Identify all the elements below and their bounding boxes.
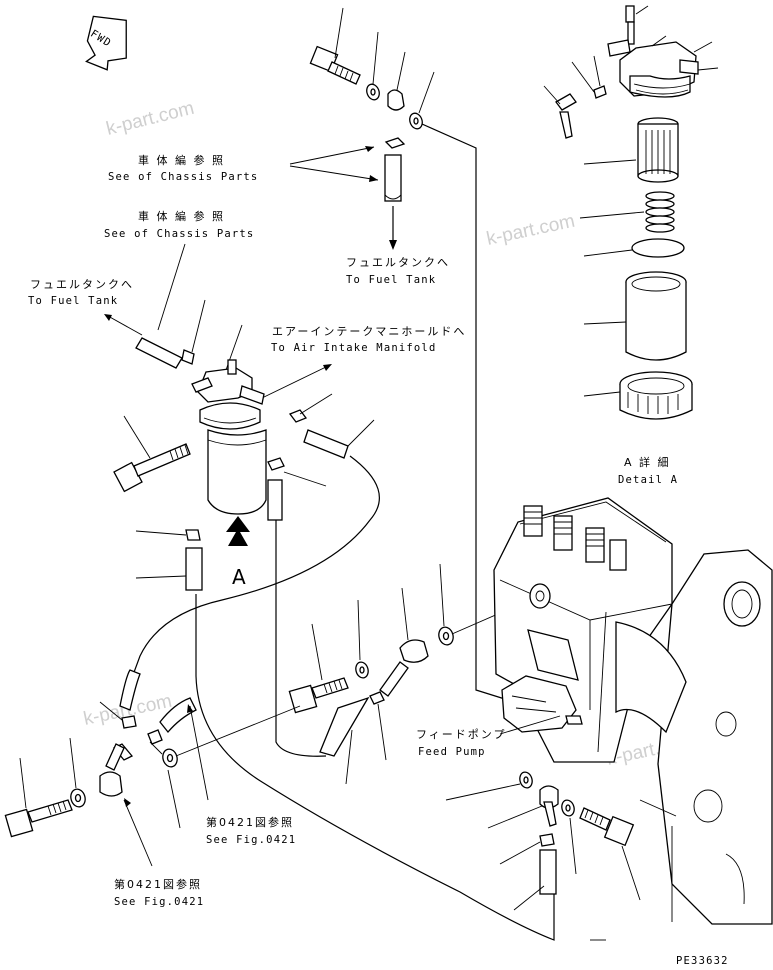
fuel-hose: [159, 697, 197, 734]
fuel-hose: [384, 154, 402, 202]
bleeder-screw: [555, 93, 577, 111]
banjo-fitting: [387, 89, 405, 111]
pump-delivery-valves: [523, 505, 627, 571]
hose-clamp: [369, 691, 385, 705]
spring: [593, 85, 607, 99]
see-fig-0421-en-2: See Fig.0421: [114, 896, 204, 908]
chassis-ref-jp-2: 車 体 編 参 照: [138, 209, 225, 223]
fuel-filter-bowl: [207, 429, 267, 515]
feed-pump-jp: フィードポンプ: [416, 728, 506, 741]
hose-clamp: [267, 457, 285, 471]
see-fig-0421-en-1: See Fig.0421: [206, 834, 296, 846]
to-fuel-tank-en-right: To Fuel Tank: [346, 274, 436, 286]
fwd-arrow-icon: FWD: [85, 15, 127, 71]
watermark-2: k-part.com: [485, 211, 577, 250]
fuel-hose: [185, 547, 203, 591]
spring-coil: [645, 191, 675, 233]
detail-a-en: Detail A: [618, 474, 678, 486]
banjo-bolt-lower-left: [4, 799, 73, 838]
to-fuel-tank-en-left: To Fuel Tank: [28, 295, 118, 307]
hose-clamp: [147, 729, 163, 745]
hose-clamp: [384, 137, 406, 149]
see-fig-0421-jp-1: 第0421図参照: [206, 815, 294, 829]
fuel-hose: [303, 429, 349, 459]
fuel-hose: [539, 849, 557, 895]
detail-a-filter-head: [607, 5, 699, 98]
to-intake-manifold-en: To Air Intake Manifold: [271, 342, 436, 354]
view-a-arrow-icon: [226, 516, 250, 546]
ring-nut: [619, 371, 693, 420]
hose-clamp: [185, 529, 201, 541]
feed-pump: [501, 675, 583, 733]
top-banjo-bolt: [309, 45, 361, 85]
feed-pump-en: Feed Pump: [418, 746, 486, 758]
hose-clamp: [539, 833, 555, 847]
engine-block: [615, 549, 773, 925]
pump-port: [529, 583, 551, 609]
hose-clamp: [121, 715, 137, 729]
fuel-hose: [267, 479, 283, 521]
fuel-hose: [319, 696, 370, 757]
see-fig-0421-jp-2: 第0421図参照: [114, 877, 202, 891]
to-fuel-tank-jp-left: フュエルタンクへ: [30, 278, 134, 291]
drawing-number: PE33632: [676, 955, 729, 967]
fuel-hose: [119, 669, 141, 711]
filter-element: [637, 117, 679, 183]
chassis-ref-en-1: See of Chassis Parts: [108, 171, 258, 183]
hose-clamp: [181, 349, 195, 365]
fuel-hose: [135, 337, 183, 369]
banjo-fitting: [99, 771, 123, 797]
chassis-ref-en-2: See of Chassis Parts: [104, 228, 254, 240]
banjo-bolt-lower-right: [579, 807, 635, 847]
watermark-1: k-part.com: [104, 98, 196, 140]
to-fuel-tank-jp-right: フュエルタンクへ: [346, 256, 450, 269]
mounting-bolt: [113, 443, 191, 493]
chassis-ref-jp-1: 車 体 編 参 照: [138, 153, 225, 167]
view-letter-a: A: [232, 565, 246, 589]
o-ring: [631, 238, 685, 258]
filter-bowl-detail: [625, 271, 687, 361]
to-intake-manifold-jp: エアーインテークマニホールドへ: [272, 325, 466, 338]
fuel-filter-head: [191, 359, 265, 430]
detail-a-jp: A 詳 細: [624, 455, 671, 469]
banjo-fitting: [399, 639, 429, 663]
banjo-bolt-center: [288, 677, 349, 714]
